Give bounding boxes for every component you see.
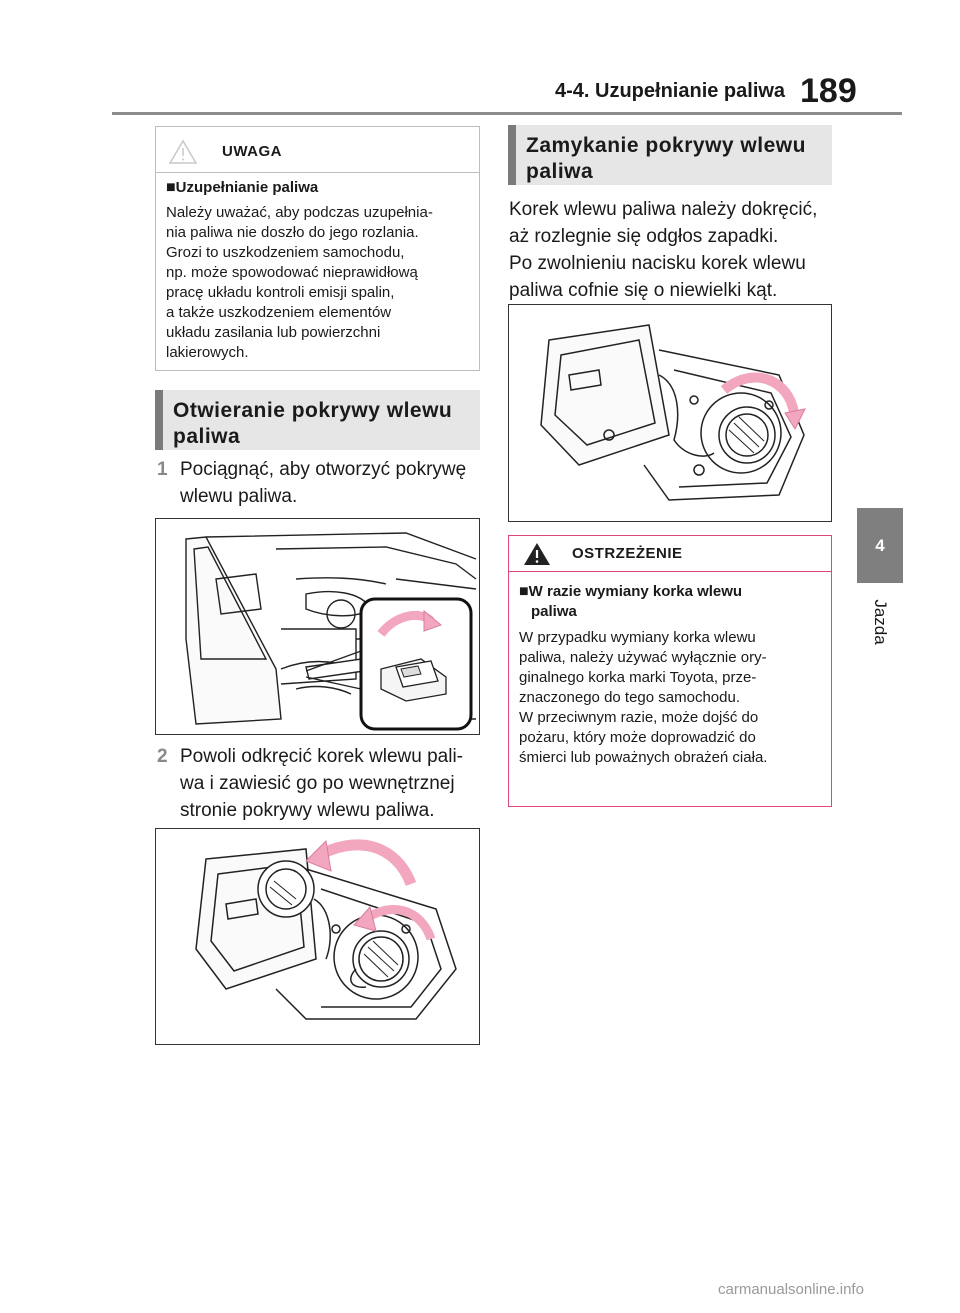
warning-line: pożaru, który może doprowadzić do — [519, 729, 756, 746]
caution-line: Należy uważać, aby podczas uzupełnia- — [166, 204, 433, 221]
caution-header: UWAGA — [156, 127, 479, 173]
warning-line: W przypadku wymiany korka wlewu — [519, 629, 756, 646]
closing-heading: Zamykanie pokrywy wlewu paliwa — [508, 125, 832, 185]
step-line: stronie pokrywy wlewu paliwa. — [180, 800, 435, 821]
chapter-label-text: Jazda — [871, 599, 890, 645]
opening-heading-line: Otwieranie pokrywy wlewu — [173, 399, 453, 422]
header-rule — [112, 112, 902, 115]
step-number: 1 — [157, 459, 168, 480]
caution-line: lakierowych. — [166, 344, 249, 361]
closing-line: aż rozlegnie się odgłos zapadki. — [509, 226, 779, 247]
chapter-tab[interactable]: 4 — [857, 508, 903, 583]
step-2: 2 Powoli odkręcić korek wlewu pali- wa i… — [157, 743, 487, 833]
caution-title: UWAGA — [222, 143, 282, 160]
closing-line: Korek wlewu paliwa należy dokręcić, — [509, 199, 818, 220]
caution-subtitle-text: Uzupełnianie paliwa — [175, 179, 319, 196]
warning-title: OSTRZEŻENIE — [572, 545, 683, 562]
step-number: 2 — [157, 746, 168, 767]
step-line: wlewu paliwa. — [180, 486, 298, 507]
caution-line: Grozi to uszkodzeniem samochodu, — [166, 244, 405, 261]
section-title: 4-4. Uzupełnianie paliwa — [555, 80, 786, 102]
caution-line: układu zasilania lub powierzchni — [166, 324, 381, 341]
closing-text: Korek wlewu paliwa należy dokręcić, aż r… — [509, 196, 839, 304]
warning-subtitle-text: W razie wymiany korka wlewu — [528, 583, 743, 600]
fuel-cap-closing-illustration — [508, 304, 832, 522]
warning-line: paliwa, należy używać wyłącznie ory- — [519, 649, 767, 666]
closing-heading-line: Zamykanie pokrywy wlewu — [526, 134, 806, 157]
chapter-label: Jazda — [870, 592, 890, 652]
caution-subtitle: ■Uzupełnianie paliwa — [166, 179, 318, 197]
closing-line: Po zwolnieniu nacisku korek wlewu — [509, 253, 806, 274]
opening-heading: Otwieranie pokrywy wlewu paliwa — [155, 390, 480, 450]
fuel-door-lever-illustration — [155, 518, 480, 735]
warning-triangle-icon — [524, 543, 550, 565]
caution-line: nia paliwa nie doszło do jego rozlania. — [166, 224, 419, 241]
opening-heading-line: paliwa — [173, 425, 241, 448]
caution-line: np. może spowodować nieprawidłową — [166, 264, 418, 281]
warning-subtitle-text: paliwa — [531, 603, 577, 620]
page-number: 189 — [800, 72, 857, 110]
warning-line: śmierci lub poważnych obrażeń ciała. — [519, 749, 768, 766]
step-line: Pociągnąć, aby otworzyć pokrywę — [180, 459, 467, 480]
step-line: Powoli odkręcić korek wlewu pali- — [180, 746, 463, 767]
closing-heading-line: paliwa — [526, 160, 594, 183]
warning-line: ginalnego korka marki Toyota, prze- — [519, 669, 757, 686]
warning-line: W przeciwnym razie, może dojść do — [519, 709, 759, 726]
step-1: 1 Pociągnąć, aby otworzyć pokrywę wlewu … — [157, 456, 487, 516]
warning-header: OSTRZEŻENIE — [509, 536, 831, 572]
watermark[interactable]: carmanualsonline.info — [718, 1281, 864, 1298]
warning-subtitle: ■W razie wymiany korka wlewu paliwa — [519, 582, 742, 622]
caution-line: a także uszkodzeniem elementów — [166, 304, 392, 321]
closing-line: paliwa cofnie się o niewielki kąt. — [509, 280, 778, 301]
step-line: wa i zawiesić go po wewnętrznej — [180, 773, 455, 794]
square-bullet-icon: ■ — [519, 583, 529, 600]
fuel-cap-removal-illustration — [155, 828, 480, 1045]
caution-triangle-icon — [168, 139, 198, 164]
square-bullet-icon: ■ — [166, 179, 176, 196]
caution-body: Należy uważać, aby podczas uzupełnia- ni… — [166, 203, 476, 363]
warning-box: OSTRZEŻENIE ■W razie wymiany korka wlewu… — [508, 535, 832, 807]
warning-line: znaczonego do tego samochodu. — [519, 689, 740, 706]
caution-box: UWAGA ■Uzupełnianie paliwa Należy uważać… — [155, 126, 480, 371]
caution-line: pracę układu kontroli emisji spalin, — [166, 284, 395, 301]
warning-body: W przypadku wymiany korka wlewu paliwa, … — [519, 628, 829, 768]
